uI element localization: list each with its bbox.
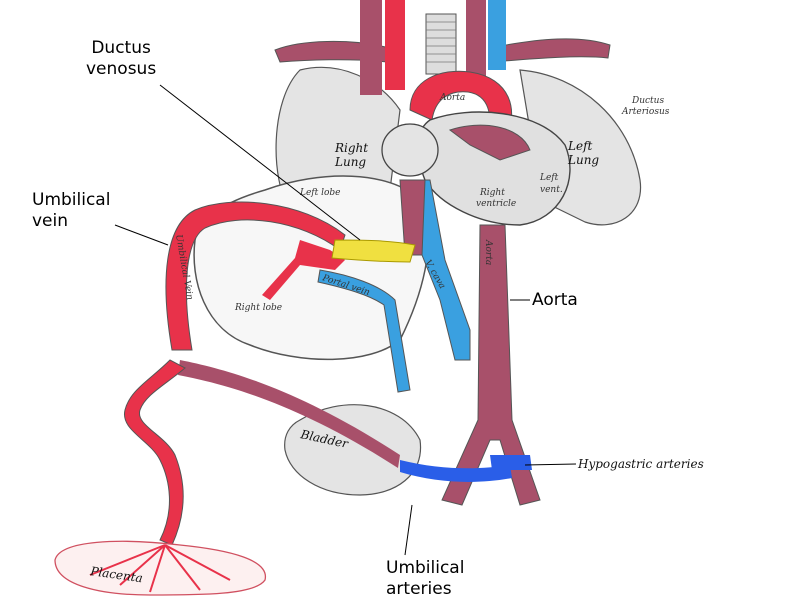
vena-cava-upper xyxy=(399,179,426,256)
label-left-lung-2: Lung xyxy=(567,153,599,167)
label-aorta-descending: Aorta xyxy=(483,239,493,265)
label-aorta-arch: Aorta xyxy=(439,93,465,103)
umbilical-vein-branches xyxy=(262,240,345,300)
neck-vessel xyxy=(466,0,486,80)
label-ductus-arteriosus-1: Ductus xyxy=(631,96,664,106)
label-right-lung-1: Right xyxy=(334,141,368,155)
label-umbilical-vein-line2: vein xyxy=(32,211,69,231)
leader-umbilical-vein xyxy=(114,224,169,246)
label-ductus-venosus: Ductus venosus xyxy=(86,38,156,80)
label-hypogastric-arteries: Hypogastric arteries xyxy=(577,457,704,471)
label-right-ventricle-2: ventricle xyxy=(476,199,516,209)
neck-vessel xyxy=(385,0,405,90)
label-umbilical-arteries-line1: Umbilical xyxy=(386,558,465,578)
leader-ductus-venosus xyxy=(159,84,361,241)
umbilical-cord xyxy=(124,359,186,546)
leader-umbilical-arteries xyxy=(404,504,413,556)
umbilical-vein-vessel xyxy=(165,201,346,351)
heart-vessels xyxy=(448,124,531,161)
umbilical-arteries-vessel xyxy=(178,360,400,468)
left-subclavian xyxy=(489,38,611,63)
label-right-lobe: Right lobe xyxy=(234,303,282,313)
label-umbilical-arteries: Umbilical arteries xyxy=(386,558,464,600)
label-right-lung-2: Lung xyxy=(334,155,366,169)
placenta-vessels xyxy=(89,544,231,593)
label-left-ventricle-2: vent. xyxy=(540,185,563,195)
bladder xyxy=(284,404,422,496)
label-left-lobe: Left lobe xyxy=(299,188,341,198)
placenta xyxy=(54,540,266,596)
leader-hypogastric xyxy=(524,463,577,466)
label-left-ventricle-1: Left xyxy=(539,173,559,183)
neck-vessel xyxy=(360,0,382,95)
label-right-ventricle-1: Right xyxy=(479,188,505,198)
trachea xyxy=(425,13,457,75)
label-umbilical-vein: Umbilical vein xyxy=(32,190,110,232)
right-atrium xyxy=(381,123,439,177)
ductus-venosus-vessel xyxy=(331,239,416,263)
label-ductus-arteriosus-2: Arteriosus xyxy=(621,107,670,117)
hypogastric-artery-right xyxy=(490,455,532,470)
label-ductus-venosus-line2: venosus xyxy=(86,59,157,79)
neck-vessel xyxy=(488,0,506,70)
label-aorta: Aorta xyxy=(532,290,578,310)
hypogastric-artery-left xyxy=(400,460,512,482)
label-left-lung-1: Left xyxy=(567,139,593,153)
label-umbilical-vein-line1: Umbilical xyxy=(32,190,111,210)
label-umbilical-arteries-line2: arteries xyxy=(386,579,452,599)
label-ductus-venosus-line1: Ductus xyxy=(91,38,151,58)
portal-vein xyxy=(317,269,411,393)
